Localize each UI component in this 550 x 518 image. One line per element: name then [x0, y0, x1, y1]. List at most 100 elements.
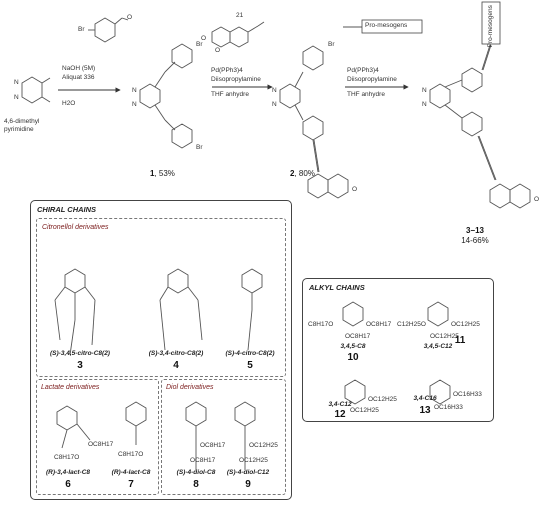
- alkyl-number-12: 12: [334, 409, 346, 420]
- atom-label-n-c1-top: N: [132, 87, 137, 94]
- diol-8-group-1: OC8H17: [200, 442, 226, 449]
- lact-structure-7: [125, 401, 147, 445]
- atom-label-n-pyrimidine-top: N: [14, 79, 19, 86]
- condition-2-pd: Pd(PPh3)4: [211, 67, 243, 74]
- promesogen-reagent-label: Pro-mesogens: [365, 22, 408, 29]
- alkyl-11-group-2: OC12H25: [451, 321, 480, 328]
- condition-2-amine: Diisopropylamine: [211, 76, 261, 83]
- alkyl-chains-panel: [302, 278, 494, 422]
- alkyl-12-group-2: OC12H25: [350, 407, 379, 414]
- alkyl-number-13: 13: [419, 405, 431, 416]
- citro-number-3: 3: [77, 360, 83, 371]
- alkyl-structure-10: [342, 301, 364, 327]
- atom-label-br-c1-bottom: Br: [196, 144, 203, 151]
- atom-label-o-c2: O: [352, 186, 358, 193]
- condition-naoh: NaOH (5M): [62, 65, 96, 72]
- atom-label-n-c3-top: N: [422, 87, 427, 94]
- alkyl-11-group-1: C12H25O: [397, 321, 426, 328]
- citro-label-4: (S)-3,4-citro-C8(2): [148, 350, 204, 357]
- alkyl-13-group-2: OC16H33: [434, 404, 463, 411]
- alkyl-number-11: 11: [454, 335, 466, 346]
- atom-label-n-c2-bottom: N: [272, 101, 277, 108]
- atom-label-n-c1-bottom: N: [132, 101, 137, 108]
- lact-number-6: 6: [65, 479, 71, 490]
- lactate-title: Lactate derivatives: [41, 384, 100, 391]
- citro-structure-3: [54, 268, 96, 356]
- diol-9-group-1: OC12H25: [249, 442, 278, 449]
- starting-material-name: 4,6-dimethyl pyrimidine: [4, 118, 40, 133]
- alkyl-10-group-2: OC8H17: [366, 321, 392, 328]
- alkyl-10-group-3: OC8H17: [345, 333, 371, 340]
- compound-3-13-yield: 14-66%: [461, 236, 489, 245]
- diol-9-group-2: OC12H25: [239, 457, 268, 464]
- dimethylpyrimidine-structure: [21, 76, 51, 104]
- reagent-21-number: 21: [236, 12, 244, 19]
- compound-3-13-range: 3−13: [465, 226, 485, 235]
- alkyl-12-group-1: OC12H25: [368, 396, 397, 403]
- atom-label-br-c2: Br: [328, 41, 335, 48]
- compound-1-structure: [139, 43, 193, 149]
- diol-label-9: (S)-4-diol-C12: [226, 469, 270, 476]
- compound-2-yield: , 80%: [294, 169, 315, 178]
- alkyl-11-group-3: OC12H25: [430, 333, 459, 340]
- compound-3-13-structure: [429, 1, 531, 209]
- bromobenzaldehyde-structure: [88, 17, 129, 43]
- compound-1-yield: , 53%: [154, 169, 175, 178]
- diol-structure-9: [234, 401, 256, 470]
- alkyl-label-12: 3,4-C12: [328, 401, 352, 408]
- compound-1-caption: 1, 53%: [150, 170, 175, 179]
- atom-label-o-c3: O: [534, 196, 540, 203]
- diol-title: Diol derivatives: [166, 384, 214, 391]
- diol-number-8: 8: [193, 479, 199, 490]
- atom-label-n-c3-bottom: N: [422, 101, 427, 108]
- citro-number-5: 5: [247, 360, 253, 371]
- citronellol-subpanel: [36, 218, 286, 377]
- citro-number-4: 4: [173, 360, 179, 371]
- chiral-chains-title: CHIRAL CHAINS: [37, 205, 97, 214]
- atom-label-br-c1-top: Br: [196, 41, 203, 48]
- alkyl-10-group-1: C8H17O: [308, 321, 334, 328]
- condition-water: H2O: [62, 100, 76, 107]
- condition-3-amine: Diisopropylamine: [347, 76, 397, 83]
- alkyl-label-11: 3,4,5-C12: [423, 343, 453, 350]
- citro-structure-5: [241, 268, 263, 351]
- diol-structure-8: [185, 401, 207, 470]
- atom-label-br-reagent: Br: [78, 26, 85, 33]
- lact-6-group-1: OC8H17: [88, 441, 114, 448]
- chiral-chains-panel: [30, 200, 292, 500]
- condition-aliquat: Aliquat 336: [62, 74, 95, 81]
- citro-structure-4: [159, 268, 203, 351]
- atom-label-o-coumarin-1: O: [201, 35, 207, 42]
- citronellol-title: Citronellol derivatives: [42, 224, 109, 231]
- lact-structure-6: [56, 405, 91, 449]
- lact-label-6: (R)-3,4-lact-C8: [45, 469, 91, 476]
- compound-2-caption: 2, 80%: [290, 170, 315, 179]
- diol-label-8: (S)-4-diol-C8: [176, 469, 216, 476]
- diol-8-group-2: OC8H17: [190, 457, 216, 464]
- atom-label-o-aldehyde: O: [127, 14, 133, 21]
- alkyl-chains-title: ALKYL CHAINS: [309, 283, 365, 292]
- compound-2-structure: [279, 45, 349, 199]
- atom-label-o-coumarin-2: O: [215, 47, 221, 54]
- alkyl-structure-11: [427, 301, 449, 327]
- alkyl-number-10: 10: [347, 352, 359, 363]
- condition-3-solvent: THF anhydre: [347, 91, 385, 98]
- alkyl-13-group-1: OC16H33: [453, 391, 482, 398]
- diol-subpanel: [161, 379, 286, 495]
- condition-3-pd: Pd(PPh3)4: [347, 67, 379, 74]
- compound-2-number: 2: [290, 169, 295, 178]
- promesogen-product-label: Pro-mesogens: [486, 5, 494, 48]
- lact-6-group-2: C8H17O: [54, 454, 80, 461]
- citro-label-3: (S)-3,4,5-citro-C8(2): [50, 350, 110, 357]
- lact-label-7: (R)-4-lact-C8: [111, 469, 151, 476]
- compound-3-13-number: 3−13: [466, 227, 484, 236]
- alkyl-label-13: 3,4-C16: [413, 395, 437, 402]
- lactate-subpanel: [36, 379, 159, 495]
- atom-label-n-c2-top: N: [272, 87, 277, 94]
- lact-number-7: 7: [128, 479, 134, 490]
- alkyl-structure-12: [344, 379, 366, 405]
- compound-1-number: 1: [150, 169, 155, 178]
- alkyl-label-10: 3,4,5-C8: [340, 343, 366, 350]
- condition-2-solvent: THF anhydre: [211, 91, 249, 98]
